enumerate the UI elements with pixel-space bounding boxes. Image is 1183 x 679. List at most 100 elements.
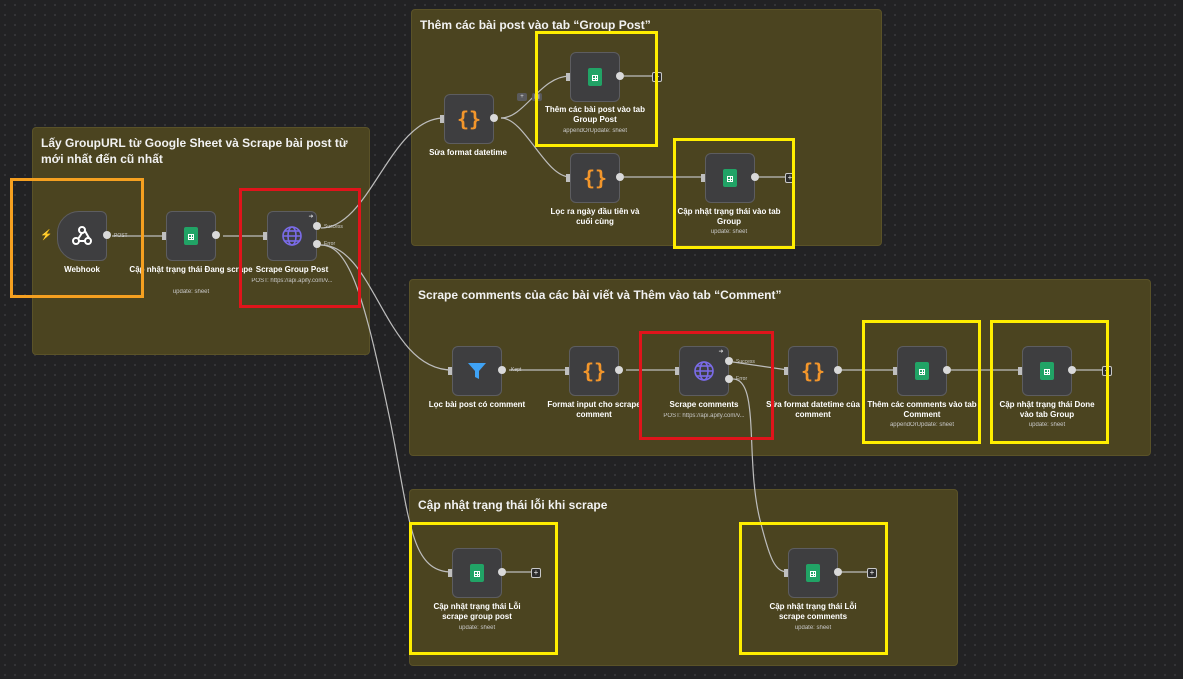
output-port[interactable] xyxy=(615,366,623,374)
output-port[interactable] xyxy=(616,173,624,181)
success-port[interactable] xyxy=(725,357,733,365)
output-port[interactable] xyxy=(943,366,951,374)
success-label: Success xyxy=(324,224,343,230)
input-port[interactable] xyxy=(440,115,444,123)
node-label: Lọc ra ngày đầu tiên và cuối cùng xyxy=(550,207,640,226)
node-label: Lọc bài post có comment xyxy=(428,400,526,409)
google-sheets-icon xyxy=(915,362,929,380)
trigger-bolt-icon: ⚡ xyxy=(40,230,53,241)
node-label: Scrape comments xyxy=(669,400,739,409)
node-label: Cập nhật trạng thái Đang scrape xyxy=(129,265,253,274)
code-icon: {} xyxy=(800,359,826,383)
node-label: Cập nhật trạng thái Done vào tab Group xyxy=(999,400,1095,419)
google-sheets-icon xyxy=(588,68,602,86)
group-add-posts[interactable]: Thêm các bài post vào tab “Group Post” xyxy=(411,9,882,246)
input-port[interactable] xyxy=(566,73,570,81)
node-update-tab-group[interactable] xyxy=(701,153,759,203)
globe-icon xyxy=(694,361,714,381)
node-error-group-post[interactable] xyxy=(448,548,506,598)
input-port[interactable] xyxy=(893,367,897,375)
webhook-icon xyxy=(72,226,92,245)
output-label: POST xyxy=(114,233,128,239)
input-port[interactable] xyxy=(784,569,788,577)
node-subtitle: POST: https://api.apify.com/v... xyxy=(251,278,333,284)
output-port[interactable] xyxy=(498,366,506,374)
node-update-done[interactable] xyxy=(1018,346,1076,396)
node-label: Thêm các comments vào tab Comment xyxy=(867,400,977,419)
group-title: Scrape comments của các bài viết và Thêm… xyxy=(418,288,782,302)
node-add-comments[interactable] xyxy=(893,346,951,396)
add-node-button[interactable]: + xyxy=(652,72,662,82)
node-error-comments[interactable] xyxy=(784,548,842,598)
node-subtitle: appendOrUpdate: sheet xyxy=(889,422,955,428)
node-subtitle: POST: https://api.apify.com/v... xyxy=(663,413,745,419)
input-port[interactable] xyxy=(448,367,452,375)
error-port[interactable] xyxy=(725,375,733,383)
error-port[interactable] xyxy=(313,240,321,248)
arrow-icon[interactable]: ➜ xyxy=(308,214,314,220)
output-port[interactable] xyxy=(751,173,759,181)
node-label: Webhook xyxy=(64,265,100,274)
error-label: Error xyxy=(736,376,748,382)
node-label: Format input cho scrape comment xyxy=(547,400,641,419)
node-label: Cập nhật trạng thái Lỗi scrape comments xyxy=(769,602,857,621)
node-subtitle: update: sheet xyxy=(794,625,832,631)
add-node-button[interactable]: + xyxy=(531,568,541,578)
output-port[interactable] xyxy=(212,231,220,239)
add-node-button[interactable]: + xyxy=(785,173,795,183)
google-sheets-icon xyxy=(1040,362,1054,380)
add-node-button[interactable]: + xyxy=(867,568,877,578)
output-port[interactable] xyxy=(834,366,842,374)
google-sheets-icon xyxy=(806,564,820,582)
node-subtitle: update: sheet xyxy=(710,229,748,235)
node-scrape-comments[interactable] xyxy=(675,346,733,396)
input-port[interactable] xyxy=(565,367,569,375)
input-port[interactable] xyxy=(448,569,452,577)
google-sheets-icon xyxy=(184,227,198,245)
node-label: Cập nhật trạng thái Lỗi scrape group pos… xyxy=(433,602,521,621)
node-subtitle: appendOrUpdate: sheet xyxy=(562,128,628,134)
filter-icon xyxy=(468,363,486,379)
node-add-posts[interactable] xyxy=(566,52,624,102)
output-port[interactable] xyxy=(498,568,506,576)
node-label: Thêm các bài post vào tab Group Post xyxy=(544,105,646,124)
google-sheets-icon xyxy=(723,169,737,187)
code-icon: {} xyxy=(581,359,607,383)
input-port[interactable] xyxy=(263,232,267,240)
arrow-icon[interactable]: ➜ xyxy=(718,349,724,355)
group-title: Cập nhật trạng thái lỗi khi scrape xyxy=(418,498,608,512)
delete-icon[interactable]: ▣ xyxy=(532,93,542,101)
code-icon: {} xyxy=(582,166,608,190)
output-port[interactable] xyxy=(490,114,498,122)
node-fix-datetime-comment[interactable]: {} xyxy=(784,346,842,396)
group-title: Lấy GroupURL từ Google Sheet và Scrape b… xyxy=(41,136,348,166)
add-icon[interactable]: + xyxy=(517,93,527,101)
node-format-input[interactable]: {} xyxy=(565,346,623,396)
input-port[interactable] xyxy=(784,367,788,375)
node-scrape-group-post[interactable] xyxy=(263,211,321,261)
output-port[interactable] xyxy=(103,231,111,239)
node-webhook[interactable] xyxy=(57,211,111,261)
node-filter-comment[interactable] xyxy=(448,346,506,396)
input-port[interactable] xyxy=(675,367,679,375)
output-port[interactable] xyxy=(616,72,624,80)
input-port[interactable] xyxy=(701,174,705,182)
output-port[interactable] xyxy=(1068,366,1076,374)
node-update-processing[interactable] xyxy=(162,211,220,261)
input-port[interactable] xyxy=(162,232,166,240)
globe-icon xyxy=(282,226,302,246)
google-sheets-icon xyxy=(470,564,484,582)
add-node-button[interactable]: + xyxy=(1102,366,1112,376)
output-port[interactable] xyxy=(834,568,842,576)
node-label: Scrape Group Post xyxy=(255,265,329,274)
group-title: Thêm các bài post vào tab “Group Post” xyxy=(420,18,651,32)
input-port[interactable] xyxy=(566,174,570,182)
output-label: Kept xyxy=(511,367,522,373)
error-label: Error xyxy=(324,241,336,247)
node-label: Sửa format datetime xyxy=(429,148,507,157)
success-port[interactable] xyxy=(313,222,321,230)
input-port[interactable] xyxy=(1018,367,1022,375)
node-subtitle: update: sheet xyxy=(1028,422,1066,428)
node-filter-dates[interactable]: {} xyxy=(566,153,624,203)
node-fix-datetime[interactable]: {} xyxy=(440,94,498,144)
